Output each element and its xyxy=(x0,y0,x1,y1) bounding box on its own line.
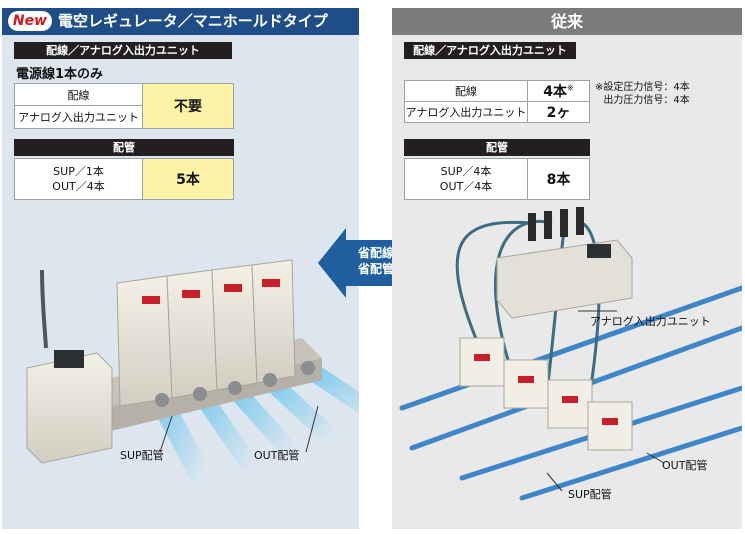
piping-section-header: 配管 xyxy=(14,139,234,156)
conv-wiring-value: 4本※ xyxy=(527,80,590,102)
out-piping-label: OUT配管 xyxy=(254,449,300,462)
new-badge: New xyxy=(8,11,52,31)
footnote-line2: 出力圧力信号：4本 xyxy=(603,95,690,106)
conv-io-unit-value: 2ヶ xyxy=(527,101,590,123)
reduced-wiring-text: 省配線 xyxy=(357,246,394,260)
conv-sup-piping-label: SUP配管 xyxy=(568,488,612,501)
conv-sup-count-text: SUP／4本 xyxy=(440,165,492,178)
conv-piping-spec-table: SUP／4本 OUT／4本 8本 xyxy=(404,158,590,200)
new-type-title: 電空レギュレータ／マニホールドタイプ xyxy=(58,12,328,30)
piping-label: SUP／1本 OUT／4本 xyxy=(14,158,143,200)
wiring-spec-table: 配線 不要 アナログ入出力ユニット xyxy=(14,83,234,129)
out-count-text: OUT／4本 xyxy=(52,180,105,193)
conv-wiring-count: 4本 xyxy=(543,84,568,100)
wiring-section-header: 配線／アナログ入出力ユニット xyxy=(14,42,232,59)
conv-piping-value: 8本 xyxy=(527,158,590,200)
manifold-illustration xyxy=(26,259,359,489)
sup-count-text: SUP／1本 xyxy=(53,165,104,178)
footnote: ※設定圧力信号：4本 出力圧力信号：4本 xyxy=(595,81,690,107)
new-type-header: New 電空レギュレータ／マニホールドタイプ xyxy=(2,8,359,35)
conv-wiring-spec-table: 配線 4本※ アナログ入出力ユニット 2ヶ xyxy=(404,80,590,123)
conv-out-count-text: OUT／4本 xyxy=(439,180,493,193)
conventional-panel: 従来 配線／アナログ入出力ユニット 配線 4本※ アナログ入出力ユニット 2ヶ … xyxy=(392,8,742,529)
footnote-mark: ※ xyxy=(567,83,574,93)
piping-value: 5本 xyxy=(142,158,234,200)
conv-piping-label: SUP／4本 OUT／4本 xyxy=(404,158,528,200)
conv-io-unit-label: アナログ入出力ユニット xyxy=(404,101,528,123)
conv-wiring-section-header: 配線／アナログ入出力ユニット xyxy=(404,42,576,59)
io-unit-label: アナログ入出力ユニット xyxy=(14,105,143,129)
reduction-arrow-text: 省配線 省配管 xyxy=(348,245,404,277)
new-type-panel: New 電空レギュレータ／マニホールドタイプ 配線／アナログ入出力ユニット 電源… xyxy=(2,8,359,529)
reduction-arrow-icon xyxy=(318,228,406,298)
footnote-line1: ※設定圧力信号：4本 xyxy=(595,82,690,93)
conventional-illustration xyxy=(399,207,742,501)
conv-piping-section-header: 配管 xyxy=(404,139,590,156)
io-unit-callout: アナログ入出力ユニット xyxy=(590,315,711,328)
wiring-value: 不要 xyxy=(142,83,234,129)
conv-out-piping-label: OUT配管 xyxy=(662,459,708,472)
sup-piping-label: SUP配管 xyxy=(120,449,164,462)
power-line-only-text: 電源線1本のみ xyxy=(16,67,104,82)
conventional-header: 従来 xyxy=(392,8,742,35)
piping-spec-table: SUP／1本 OUT／4本 5本 xyxy=(14,158,234,200)
reduced-piping-text: 省配管 xyxy=(357,262,394,276)
